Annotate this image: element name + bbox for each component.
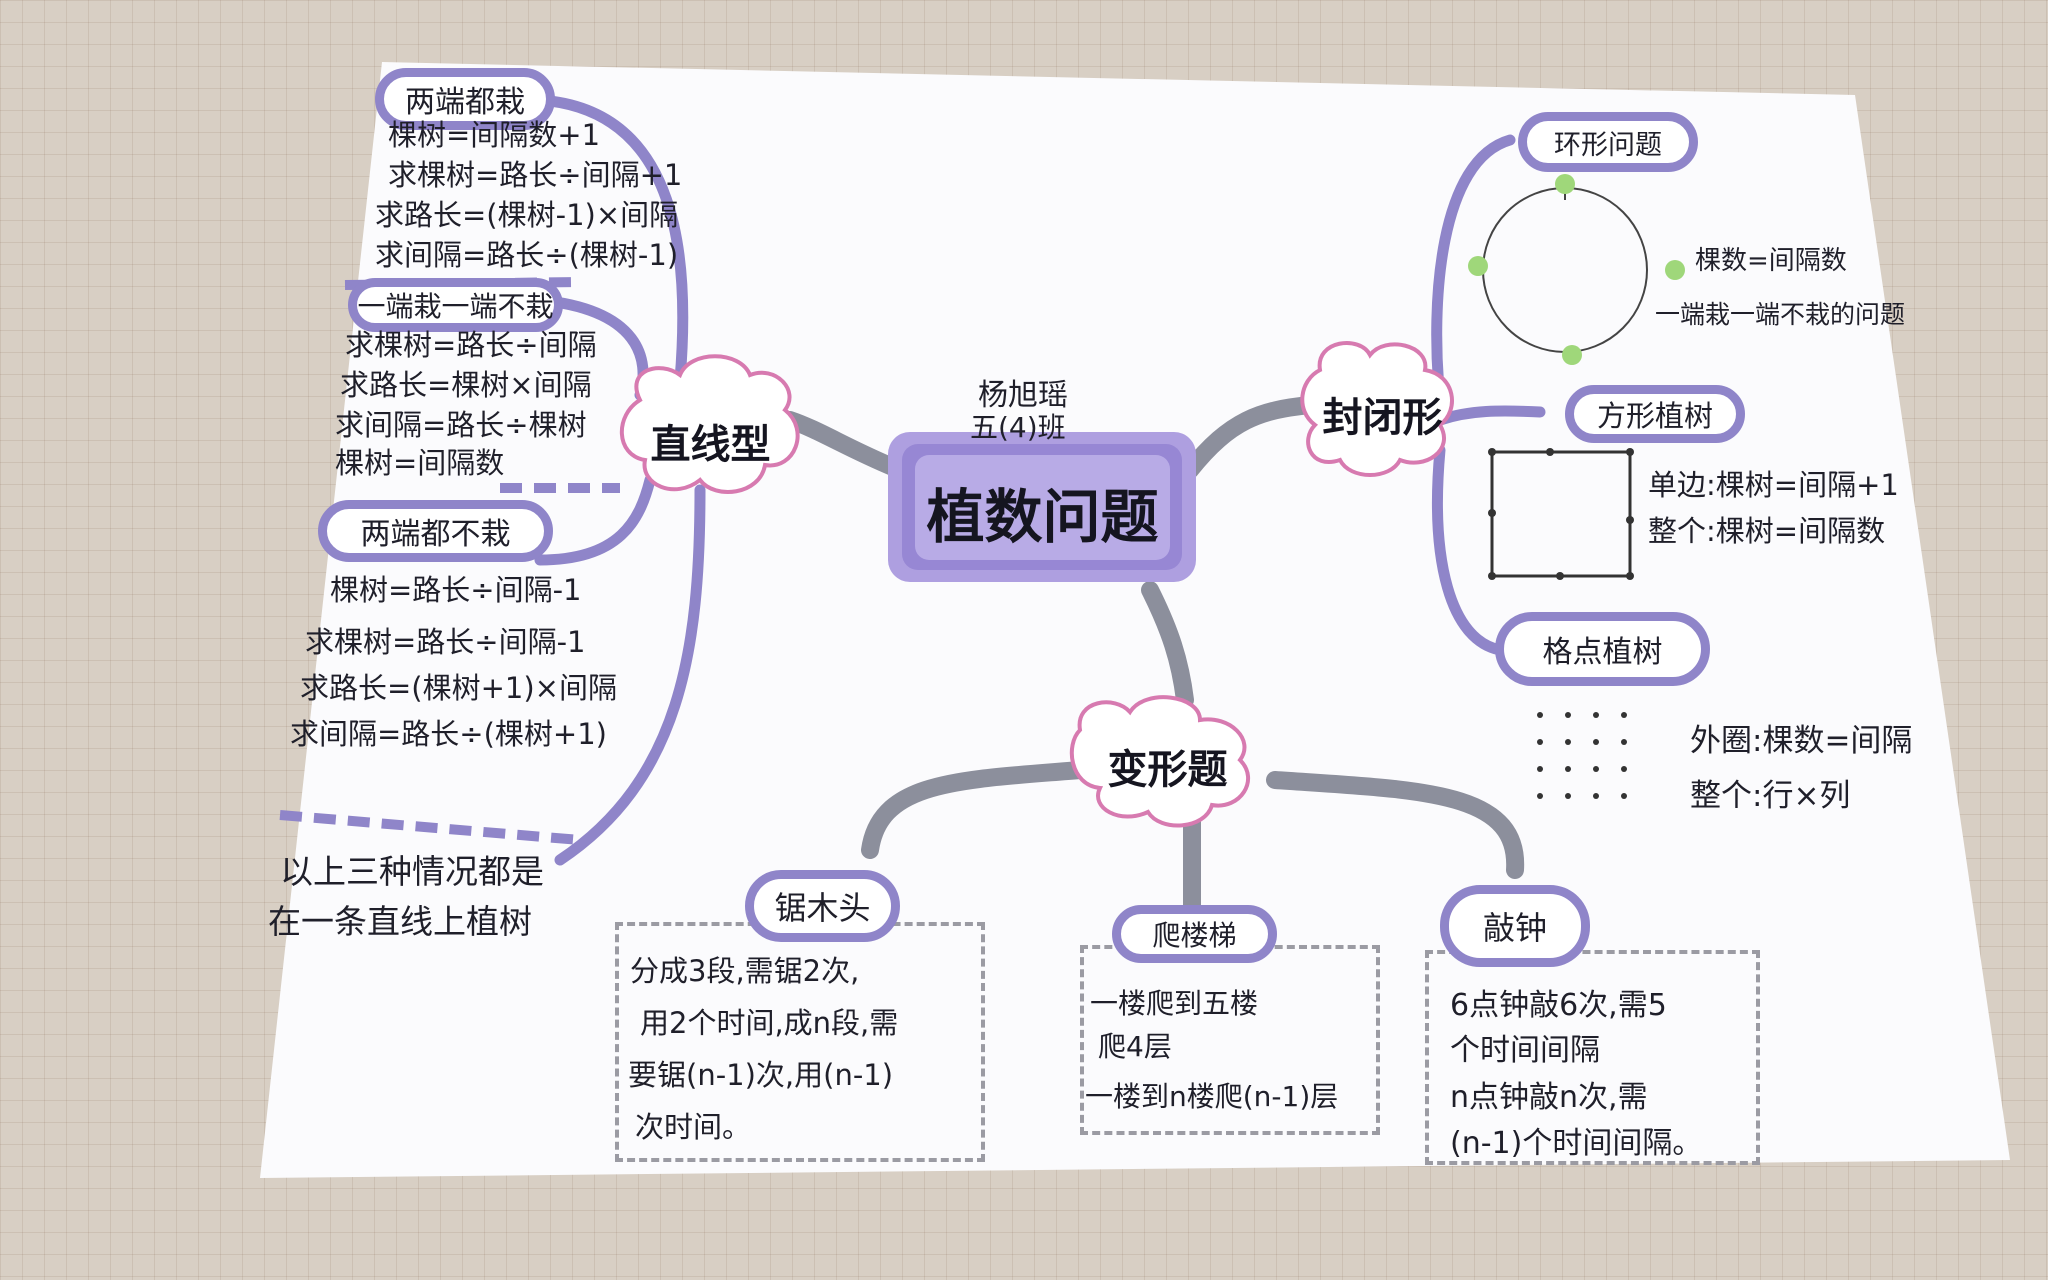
linear-note-line: 在一条直线上植树 xyxy=(268,902,532,941)
one-end-pill: 一端栽一端不栽 xyxy=(348,278,563,332)
saw-line: 次时间。 xyxy=(635,1110,752,1144)
closed-branch-label: 封闭形 xyxy=(1322,394,1443,441)
formula-line: 棵树=路长÷间隔-1 xyxy=(330,573,582,607)
author-class: 五(4)班 xyxy=(970,411,1066,444)
no-ends-pill: 两端都不栽 xyxy=(318,500,553,562)
saw-pill: 锯木头 xyxy=(745,870,900,942)
lattice-dots xyxy=(1537,712,1627,799)
formula-line: 求路长=棵树×间隔 xyxy=(340,368,592,402)
bell-line: 6点钟敲6次,需5 xyxy=(1450,988,1667,1023)
formula-line: 棵树=间隔数+1 xyxy=(388,118,601,152)
linear-branch-label: 直线型 xyxy=(650,421,771,468)
author-name: 杨旭瑶 xyxy=(978,378,1068,413)
ring-diagram xyxy=(1468,174,1685,365)
both-ends-pill: 两端都栽 xyxy=(375,68,555,130)
formula-line: 求间隔=路长÷(棵树-1) xyxy=(375,238,679,272)
bell-line: 个时间间隔 xyxy=(1450,1033,1600,1068)
lattice-note: 外圈:棵数=间隔 xyxy=(1690,723,1913,759)
ring-pill: 环形问题 xyxy=(1518,112,1698,172)
clouds xyxy=(619,341,1454,828)
formula-line: 求路长=(棵树+1)×间隔 xyxy=(300,671,617,705)
formula-line: 求棵树=路长÷间隔+1 xyxy=(388,158,683,192)
formula-line: 求棵树=路长÷间隔 xyxy=(345,328,597,362)
formula-line: 求间隔=路长÷(棵树+1) xyxy=(290,717,607,751)
stairs-pill: 爬楼梯 xyxy=(1112,905,1277,963)
stairs-line: 一楼爬到五楼 xyxy=(1090,987,1259,1020)
lattice-note: 整个:行×列 xyxy=(1690,778,1851,814)
square-note: 整个:棵树=间隔数 xyxy=(1648,514,1886,548)
bell-box xyxy=(1425,950,1760,1165)
linear-note-line: 以上三种情况都是 xyxy=(280,852,544,891)
formula-line: 棵树=间隔数 xyxy=(335,446,505,480)
center-node-shape xyxy=(888,432,1196,582)
formula-line: 求间隔=路长÷棵树 xyxy=(335,408,587,442)
saw-line: 要锯(n-1)次,用(n-1) xyxy=(628,1058,894,1092)
square-note: 单边:棵树=间隔+1 xyxy=(1648,468,1899,502)
lattice-pill: 格点植树 xyxy=(1495,612,1710,686)
center-title: 植数问题 xyxy=(926,483,1159,551)
saw-line: 用2个时间,成n段,需 xyxy=(640,1006,899,1040)
stairs-line: 爬4层 xyxy=(1098,1030,1172,1063)
formula-line: 求棵树=路长÷间隔-1 xyxy=(305,625,586,659)
bell-pill: 敲钟 xyxy=(1440,885,1590,967)
formula-line: 求路长=(棵树-1)×间隔 xyxy=(375,198,679,232)
ring-note: 一端栽一端不栽的问题 xyxy=(1655,300,1906,329)
bell-line: (n-1)个时间间隔。 xyxy=(1450,1126,1703,1161)
square-diagram xyxy=(1488,448,1634,580)
stairs-line: 一楼到n楼爬(n-1)层 xyxy=(1085,1080,1339,1113)
connectors xyxy=(781,396,1525,914)
square-pill: 方形植树 xyxy=(1565,385,1745,443)
bell-line: n点钟敲n次,需 xyxy=(1450,1080,1648,1115)
variants-branch-label: 变形题 xyxy=(1107,746,1228,793)
ring-note: 棵数=间隔数 xyxy=(1695,246,1847,276)
saw-line: 分成3段,需锯2次, xyxy=(630,954,860,988)
